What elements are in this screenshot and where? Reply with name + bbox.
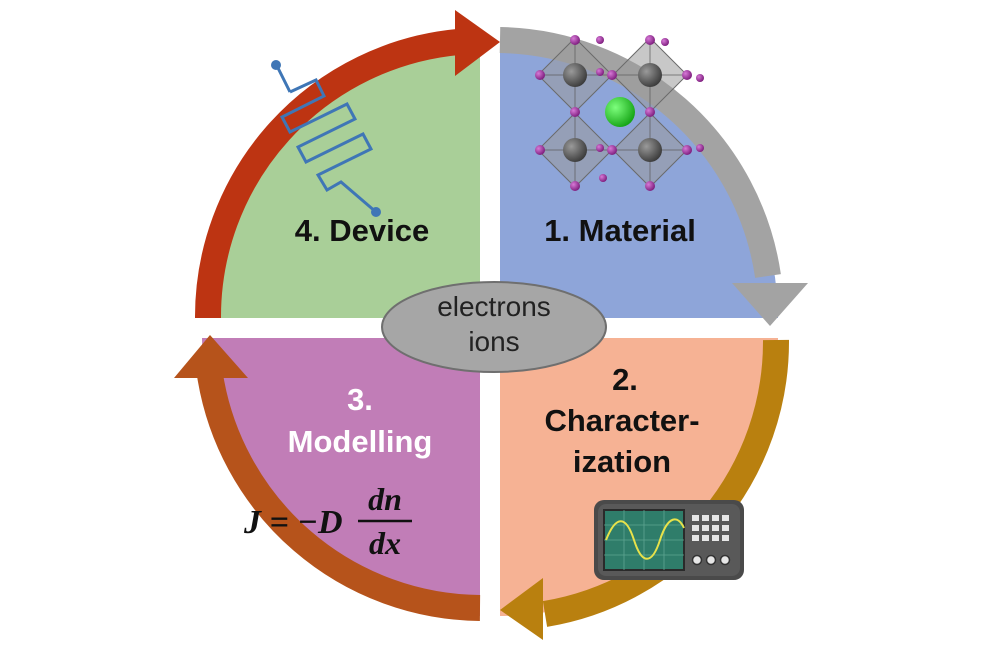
- arrow-modelling-to-device: [174, 335, 481, 621]
- device-quadrant: [202, 40, 480, 318]
- svg-text:Modelling: Modelling: [288, 424, 433, 459]
- characterization-label: 2. Character- ization: [544, 362, 699, 479]
- svg-text:dx: dx: [369, 525, 401, 561]
- svg-text:3.: 3.: [347, 382, 373, 417]
- modelling-label: 3. Modelling: [288, 382, 433, 459]
- material-quadrant: [500, 40, 778, 318]
- svg-text:J = −D: J = −D: [243, 504, 343, 541]
- diffusion-equation: J = −D dn dx: [243, 481, 412, 561]
- svg-text:electrons: electrons: [437, 291, 551, 322]
- perovskite-crystal-icon: [535, 35, 704, 191]
- center-ellipse: electrons ions: [381, 281, 607, 373]
- characterization-quadrant: [500, 338, 778, 616]
- svg-text:dn: dn: [368, 481, 402, 517]
- oscilloscope-icon: [594, 500, 744, 580]
- svg-text:ization: ization: [573, 444, 671, 479]
- arrow-material-to-characterization: [499, 27, 808, 326]
- device-label: 4. Device: [295, 213, 429, 248]
- material-label: 1. Material: [544, 213, 696, 248]
- svg-text:ions: ions: [468, 326, 519, 357]
- arrow-device-to-material: [194, 10, 500, 319]
- svg-text:Character-: Character-: [544, 403, 699, 438]
- svg-text:2.: 2.: [612, 362, 638, 397]
- resistor-icon: [271, 60, 381, 217]
- modelling-quadrant: [202, 338, 480, 616]
